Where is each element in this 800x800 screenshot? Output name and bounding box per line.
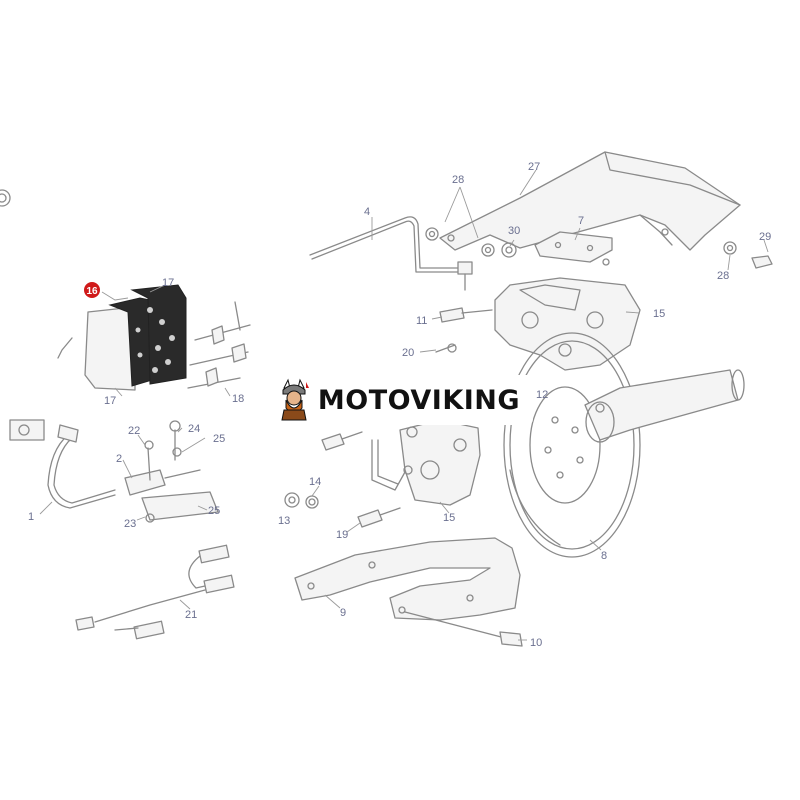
part-15-caliper-lower xyxy=(399,419,481,506)
callout-15-upper: 15 xyxy=(653,308,665,320)
part-16-17-brake-pads xyxy=(57,284,241,391)
callout-labels: 1 2 4 7 8 9 10 11 12 13 14 15 15 17 17 1… xyxy=(28,161,771,649)
part-2-22-26-sensor-assembly xyxy=(124,420,219,523)
part-13-14-19-fasteners xyxy=(284,431,401,528)
callout-29: 29 xyxy=(759,231,771,243)
callout-11: 11 xyxy=(416,315,427,327)
part-27-cover xyxy=(439,151,741,251)
callout-13: 13 xyxy=(278,515,290,527)
callout-24: 24 xyxy=(188,423,200,435)
callout-15-lower: 15 xyxy=(443,512,455,524)
callout-30: 30 xyxy=(508,225,520,237)
part-12-fitting xyxy=(371,439,413,491)
part-18-spring-clips xyxy=(187,324,251,389)
watermark-text: MOTOVIKING xyxy=(317,384,521,416)
callout-17-bottom: 17 xyxy=(104,395,116,407)
callout-17-top: 17 xyxy=(162,277,174,289)
callout-10: 10 xyxy=(530,637,542,649)
callout-25-lower: 25 xyxy=(208,505,220,517)
callout-23: 23 xyxy=(124,518,136,530)
part-11-20-bolts xyxy=(435,307,493,353)
part-4-brake-line xyxy=(309,216,473,291)
callout-21: 21 xyxy=(185,609,197,621)
callout-28-right: 28 xyxy=(717,270,729,282)
part-28-29-30-fasteners xyxy=(425,227,773,269)
part-21-wear-sensor xyxy=(75,544,235,640)
part-partial-left-edge xyxy=(0,189,11,207)
callout-2: 2 xyxy=(116,453,122,465)
axle-hub xyxy=(584,369,745,443)
viking-mascot-logo xyxy=(281,378,309,421)
callout-7: 7 xyxy=(578,215,584,227)
callout-16-highlighted: 16 xyxy=(84,282,100,298)
callout-8: 8 xyxy=(601,550,607,562)
callout-28-top: 28 xyxy=(452,174,464,186)
callout-18: 18 xyxy=(232,393,244,405)
callout-25-upper: 25 xyxy=(213,433,225,445)
callout-20: 20 xyxy=(402,347,414,359)
callout-12: 12 xyxy=(536,389,548,401)
part-10-bolt xyxy=(404,611,523,647)
part-9-bracket xyxy=(294,537,521,621)
part-1-brake-hose xyxy=(9,419,116,509)
callout-4: 4 xyxy=(364,206,370,218)
callout-22: 22 xyxy=(128,425,140,437)
callout-9: 9 xyxy=(340,607,346,619)
callout-19: 19 xyxy=(336,529,348,541)
motoviking-watermark: MOTOVIKING xyxy=(263,375,533,425)
svg-text:16: 16 xyxy=(86,286,98,297)
part-15-caliper-upper xyxy=(494,277,641,371)
callout-14: 14 xyxy=(309,476,321,488)
part-7-bracket xyxy=(534,231,613,263)
leader-lines xyxy=(39,169,769,641)
callout-27: 27 xyxy=(528,161,540,173)
callout-1: 1 xyxy=(28,511,34,523)
part-8-brake-disc xyxy=(503,332,641,558)
